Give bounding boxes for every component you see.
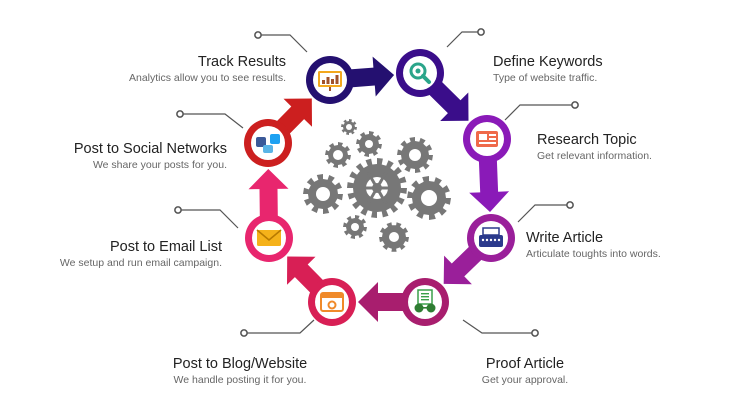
step-define-keywords: Define Keywords Type of website traffic. xyxy=(493,53,603,85)
gears-cluster-icon xyxy=(303,119,451,252)
step-node xyxy=(467,214,515,262)
step-post-email: Post to Email List We setup and run emai… xyxy=(60,238,222,270)
magnifier-icon xyxy=(409,62,431,84)
step-node xyxy=(401,278,449,326)
flow-arrow xyxy=(358,282,411,322)
step-desc: Articulate toughts into words. xyxy=(526,248,661,260)
social-share-icon xyxy=(256,134,280,153)
browser-window-icon xyxy=(320,292,344,312)
typewriter-icon xyxy=(479,227,503,247)
step-desc: We handle posting it for you. xyxy=(173,374,307,386)
step-title: Post to Email List xyxy=(109,239,222,255)
leader-line xyxy=(446,28,485,48)
leader-line xyxy=(504,101,579,121)
step-write-article: Write Article Articulate toughts into wo… xyxy=(526,229,661,261)
step-title: Research Topic xyxy=(537,132,637,148)
step-post-social: Post to Social Networks We share your po… xyxy=(74,140,227,172)
step-title: Post to Social Networks xyxy=(73,141,227,157)
step-desc: We setup and run email campaign. xyxy=(59,257,222,269)
step-title: Post to Blog/Website xyxy=(172,356,308,372)
step-node xyxy=(244,119,292,167)
step-desc: Analytics allow you to see results. xyxy=(129,72,286,84)
step-node xyxy=(308,278,356,326)
leader-line xyxy=(174,206,239,229)
flow-arrow xyxy=(248,169,289,225)
envelope-icon xyxy=(256,229,282,246)
leader-line xyxy=(254,31,308,53)
leader-line xyxy=(240,319,315,337)
step-desc: We share your posts for you. xyxy=(92,159,227,171)
newspaper-icon xyxy=(476,131,498,147)
step-post-blog: Post to Blog/Website We handle posting i… xyxy=(173,355,307,387)
step-track-results: Track Results Analytics allow you to see… xyxy=(129,53,286,85)
step-node xyxy=(463,115,511,163)
step-node xyxy=(396,49,444,97)
reading-glasses-icon xyxy=(414,289,436,313)
step-research-topic: Research Topic Get relevant information. xyxy=(537,131,652,163)
step-title: Proof Article xyxy=(485,356,565,372)
leader-line xyxy=(517,201,574,223)
flow-arrow xyxy=(469,152,510,212)
step-desc: Get relevant information. xyxy=(537,150,652,162)
step-title: Write Article xyxy=(526,230,604,246)
leader-line xyxy=(176,110,244,129)
analytics-board-icon xyxy=(318,71,342,91)
step-proof-article: Proof Article Get your approval. xyxy=(482,355,568,387)
leader-line xyxy=(462,319,539,337)
step-desc: Get your approval. xyxy=(481,374,569,386)
process-ring xyxy=(244,49,515,326)
flow-arrow xyxy=(343,56,395,97)
leader-lines xyxy=(174,28,579,337)
step-node xyxy=(306,56,354,104)
step-node xyxy=(245,214,293,262)
step-title: Track Results xyxy=(197,54,286,70)
step-title: Define Keywords xyxy=(493,54,603,70)
step-desc: Type of website traffic. xyxy=(493,72,598,84)
